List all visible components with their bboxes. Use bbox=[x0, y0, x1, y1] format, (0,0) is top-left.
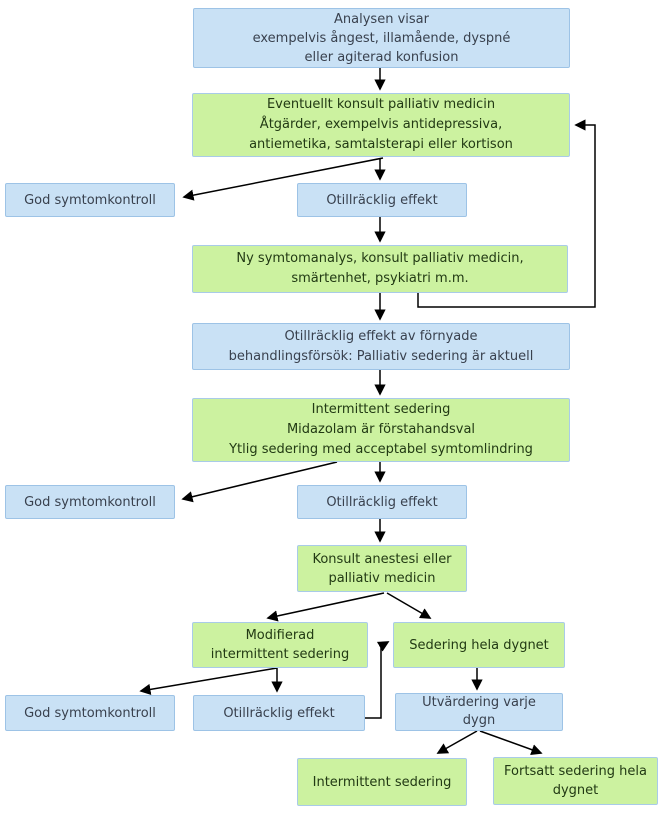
node-god-symtomkontroll-3: God symtomkontroll bbox=[5, 695, 175, 731]
node-fornyade-behandlingsforsok: Otillräcklig effekt av förnyade behandli… bbox=[192, 323, 570, 370]
node-utvardering-varje-dygn: Utvärdering varje dygn bbox=[395, 693, 563, 731]
arrow-utvardering-to-intermittent2 bbox=[436, 730, 478, 754]
node-konsult-anestesi: Konsult anestesi eller palliativ medicin bbox=[297, 545, 467, 592]
node-otillracklig-effekt-2: Otillräcklig effekt bbox=[297, 485, 467, 519]
arrow-modifierad-to-god3 bbox=[139, 667, 278, 695]
node-intermittent-sedering-2: Intermittent sedering bbox=[297, 758, 467, 806]
node-otillracklig-effekt-3: Otillräcklig effekt bbox=[193, 695, 365, 731]
node-otillracklig-effekt-1: Otillräcklig effekt bbox=[297, 183, 467, 217]
arrow-utvardering-to-fortsatt bbox=[479, 730, 543, 756]
node-god-symtomkontroll-1: God symtomkontroll bbox=[5, 183, 175, 217]
node-sedering-hela-dygnet: Sedering hela dygnet bbox=[393, 622, 565, 668]
arrow-otillracklig3-to-sedering bbox=[365, 641, 390, 719]
arrow-konsult2-to-modifierad bbox=[266, 592, 385, 622]
node-fortsatt-sedering: Fortsatt sedering hela dygnet bbox=[493, 757, 658, 805]
node-konsult-palliativ: Eventuellt konsult palliativ medicin Åtg… bbox=[192, 93, 570, 157]
node-intermittent-sedering-1: Intermittent sedering Midazolam är först… bbox=[192, 398, 570, 462]
node-god-symtomkontroll-2: God symtomkontroll bbox=[5, 485, 175, 519]
node-ny-symtomanalys: Ny symtomanalys, konsult palliativ medic… bbox=[192, 245, 568, 293]
node-modifierad-intermittent: Modifierad intermittent sedering bbox=[192, 622, 368, 668]
node-analysis: Analysen visar exempelvis ångest, illamå… bbox=[193, 8, 570, 68]
arrow-konsult2-to-sedering bbox=[386, 592, 432, 619]
